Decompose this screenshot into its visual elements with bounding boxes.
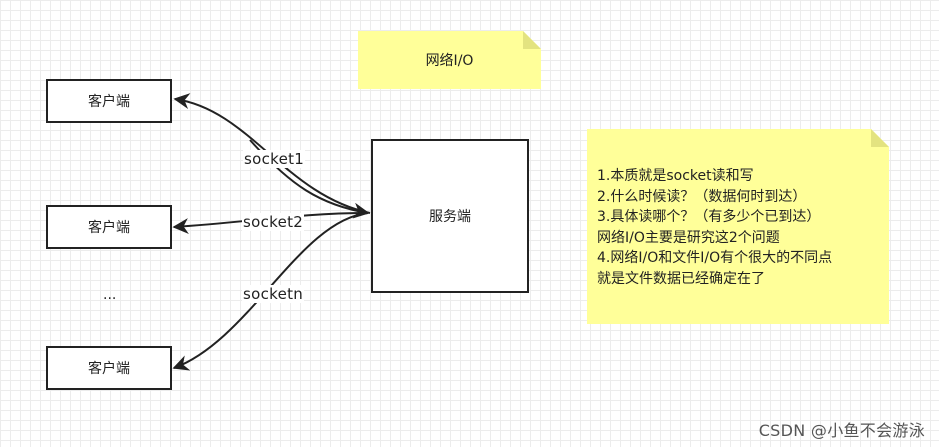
note-title: 网络I/O (425, 53, 474, 69)
client-node-1: 客户端 (46, 79, 172, 123)
note-list-shape (587, 129, 889, 324)
edge-label-socket1: socket1 (243, 150, 306, 168)
note-title-shape (358, 31, 541, 89)
edge-label-socketn: socketn (242, 285, 305, 303)
server-node: 服务端 (371, 139, 529, 293)
note-line: 就是文件数据已经确定在了 (597, 270, 765, 287)
client-node-2: 客户端 (46, 205, 172, 249)
note-list: 1.本质就是socket读和写 2.什么时候读？（数据何时到达） 3.具体读哪个… (597, 166, 882, 289)
note-line: 1.本质就是socket读和写 (597, 168, 754, 184)
edge-label-socket2: socket2 (242, 213, 305, 231)
note-line: 4.网络I/O和文件I/O有个很大的不同点 (597, 250, 833, 266)
watermark: CSDN @小鱼不会游泳 (758, 421, 925, 440)
edge-socketn (172, 212, 369, 371)
ellipsis: ... (103, 287, 117, 303)
note-line: 3.具体读哪个？（有多少个已到达） (597, 209, 821, 225)
note-line: 2.什么时候读？（数据何时到达） (597, 188, 807, 205)
client-node-3: 客户端 (46, 346, 172, 390)
note-line: 网络I/O主要是研究这2个问题 (597, 229, 780, 246)
